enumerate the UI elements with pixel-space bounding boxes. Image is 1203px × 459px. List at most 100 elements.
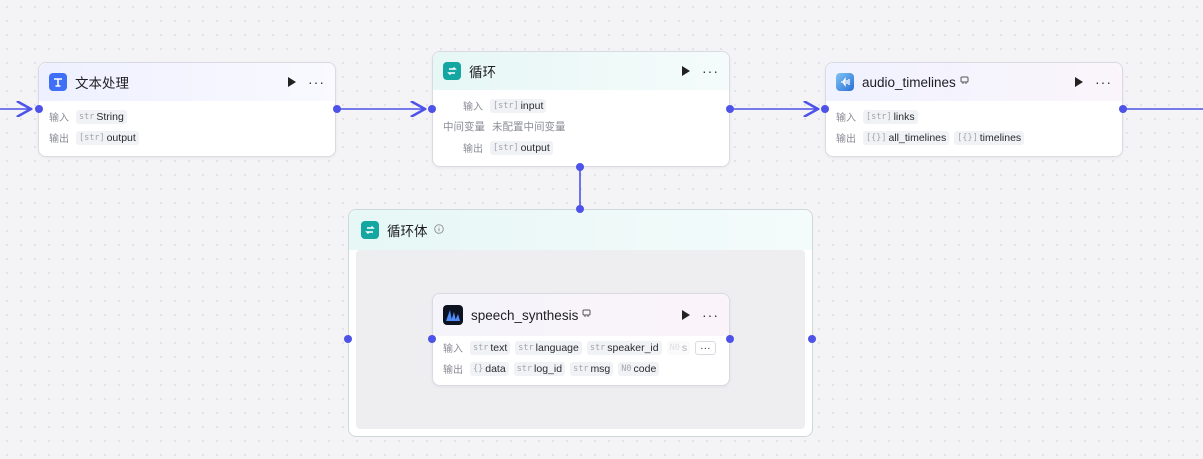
param-tag: {}data <box>470 361 509 376</box>
speech-node-output-port[interactable] <box>726 335 734 343</box>
middle-var-label: 中间变量 <box>443 121 485 133</box>
plugin-badge-icon <box>960 76 969 88</box>
param-name: links <box>893 110 915 123</box>
play-icon[interactable] <box>682 310 690 320</box>
type-label: {} <box>473 363 484 374</box>
text-processing-icon <box>49 73 67 91</box>
type-label: str <box>516 363 533 374</box>
param-tag: [str]output <box>490 140 553 155</box>
param-name: msg <box>590 362 611 375</box>
loop-body-title: 循环体 <box>387 224 428 239</box>
plugin-badge-icon <box>582 309 591 321</box>
more-icon[interactable]: ··· <box>1095 74 1112 90</box>
type-label: [{}] <box>957 132 978 143</box>
text-node-output-port[interactable] <box>333 105 341 113</box>
type-label: str <box>473 342 489 353</box>
loop-body-left-port[interactable] <box>344 335 352 343</box>
param-name: log_id <box>534 362 563 375</box>
more-icon[interactable]: ··· <box>702 307 719 323</box>
loop-node-input-port[interactable] <box>428 105 436 113</box>
type-label: str <box>589 342 606 353</box>
loop-icon <box>361 221 379 239</box>
speech-plugin-icon <box>443 305 463 325</box>
param-name: all_timelines <box>888 131 947 144</box>
param-name: input <box>520 99 544 112</box>
type-label: [str] <box>493 100 519 111</box>
input-row: 输入 [str]links <box>826 106 1122 127</box>
speech-node-input-port[interactable] <box>428 335 436 343</box>
play-icon[interactable] <box>288 77 296 87</box>
loop-icon <box>443 62 461 80</box>
input-label: 输入 <box>443 344 463 355</box>
input-label: 输入 <box>836 113 856 124</box>
audio-node-input-port[interactable] <box>821 105 829 113</box>
loop-node[interactable]: 循环 ··· 输入 [str]input 中间变量 未配置中间变量 输出 [st… <box>432 51 730 167</box>
text-node-input-port[interactable] <box>35 105 43 113</box>
input-row: 输入 [str]input <box>433 95 729 116</box>
input-label: 输入 <box>49 113 69 124</box>
play-icon[interactable] <box>1075 77 1083 87</box>
param-name: timelines <box>979 131 1022 144</box>
middle-var-value: 未配置中间变量 <box>492 121 566 133</box>
param-tag: [str]input <box>490 98 547 113</box>
node-title: 文本处理 <box>75 76 129 91</box>
more-params-button[interactable]: ··· <box>695 340 716 355</box>
param-name: language <box>535 341 579 354</box>
param-tag: [{}]timelines <box>954 130 1025 145</box>
more-icon[interactable]: ··· <box>702 63 719 79</box>
input-label: 输入 <box>463 102 483 113</box>
output-label: 输出 <box>836 134 856 145</box>
type-label: str <box>573 363 589 374</box>
loop-node-output-port[interactable] <box>726 105 734 113</box>
node-title: audio_timelines <box>862 74 956 90</box>
output-row: 输出 [{}]all_timelines [{}]timelines <box>826 127 1122 148</box>
param-name: text <box>490 341 508 354</box>
param-name: s <box>681 341 688 354</box>
param-tag: [str]links <box>863 109 918 124</box>
output-label: 输出 <box>463 144 483 155</box>
type-label: [{}] <box>866 132 887 143</box>
type-label: [str] <box>79 132 105 143</box>
output-label: 输出 <box>443 365 463 376</box>
param-tag: [{}]all_timelines <box>863 130 950 145</box>
param-tag: [str]output <box>76 130 139 145</box>
audio-timelines-node[interactable]: audio_timelines ··· 输入 [str]links 输出 [{}… <box>825 62 1123 157</box>
audio-plugin-icon <box>836 73 854 91</box>
loop-node-bottom-port[interactable] <box>576 163 584 171</box>
param-name: String <box>96 110 124 123</box>
type-label: str <box>518 342 534 353</box>
output-row: 输出 [str]output <box>39 127 335 148</box>
type-label: str <box>79 111 95 122</box>
param-name: code <box>633 362 657 375</box>
param-name: output <box>520 141 550 154</box>
type-label: [str] <box>493 142 519 153</box>
more-icon[interactable]: ··· <box>308 74 325 90</box>
node-title: speech_synthesis <box>471 307 579 323</box>
output-label: 输出 <box>49 134 69 145</box>
play-icon[interactable] <box>682 66 690 76</box>
output-row: 输出 [str]output <box>433 137 729 158</box>
param-name: output <box>106 131 136 144</box>
loop-body-right-port[interactable] <box>808 335 816 343</box>
audio-node-output-port[interactable] <box>1119 105 1127 113</box>
param-name: speaker_id <box>607 341 659 354</box>
node-title: 循环 <box>469 65 496 80</box>
middle-var-row: 中间变量 未配置中间变量 <box>433 116 729 137</box>
param-name: data <box>485 362 506 375</box>
type-label: N0 <box>669 342 680 353</box>
loop-body-top-port[interactable] <box>576 205 584 213</box>
info-icon[interactable] <box>433 221 444 239</box>
